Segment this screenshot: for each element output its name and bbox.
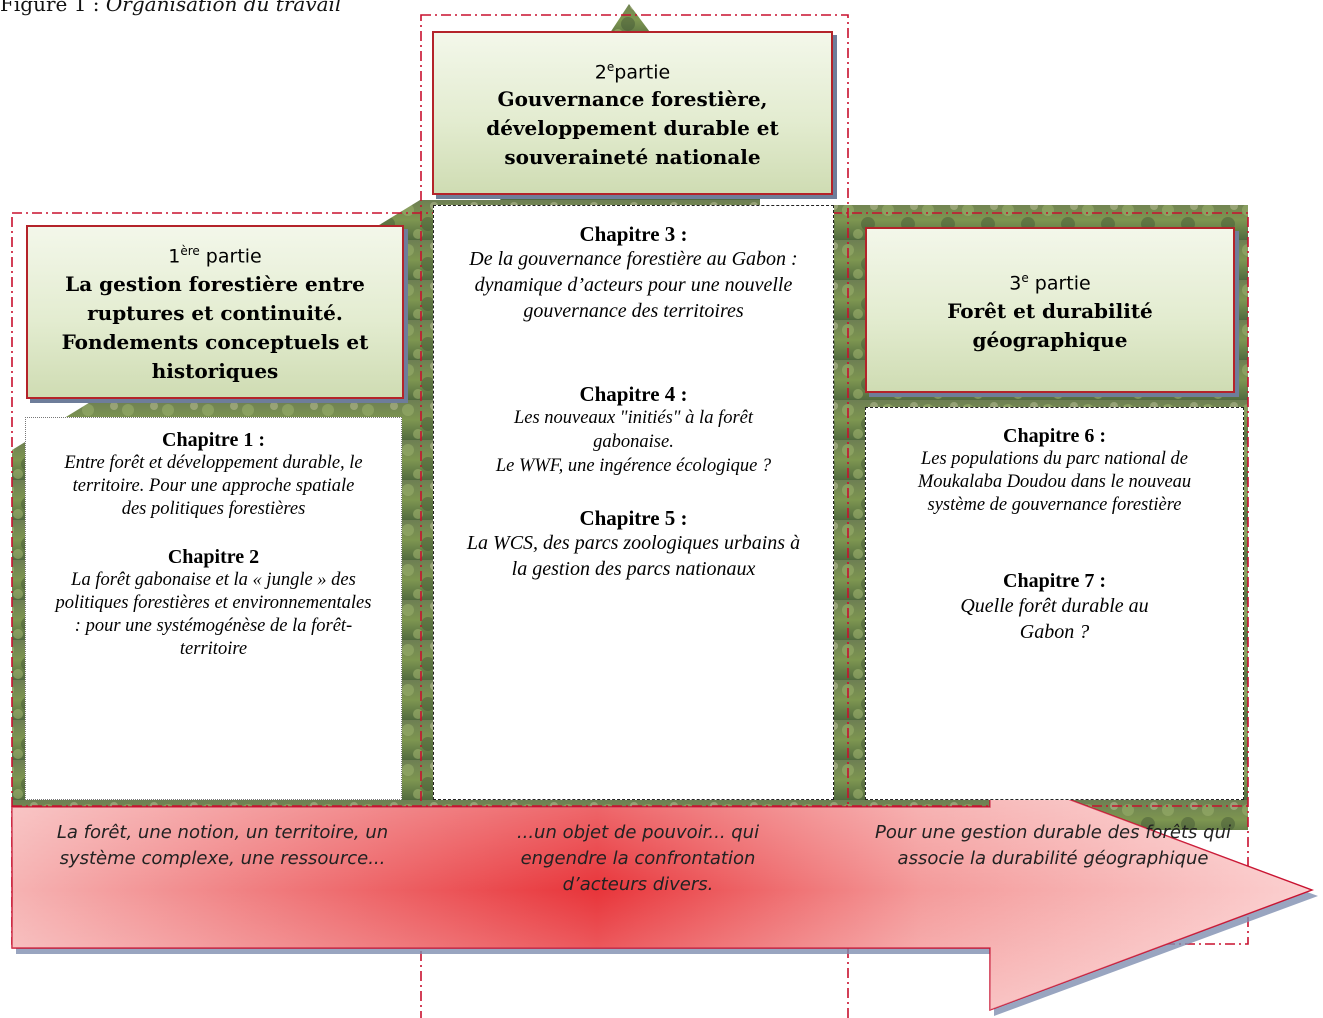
chapter-4-text: Les nouveaux "initiés" à la forêt gabona…: [495, 408, 772, 476]
chapter-5-heading: Chapitre 5 :: [579, 506, 688, 530]
chapter-1-heading: Chapitre 1 :: [162, 429, 265, 451]
part-2-box: 2epartie Gouvernance forestière, dévelop…: [432, 31, 833, 195]
arrow-text-2: ...un objet de pouvoir... qui engendre l…: [516, 822, 760, 895]
chapters-column-2: Chapitre 3 : De la gouvernance forestièr…: [433, 205, 834, 800]
chapter-1-text: Entre forêt et développement durable, le…: [64, 453, 363, 519]
chapter-3-heading: Chapitre 3 :: [579, 222, 688, 246]
chapter-5-text: La WCS, des parcs zoologiques urbains à …: [466, 532, 801, 580]
arrow-text-1: La forêt, une notion, un territoire, un …: [56, 822, 389, 869]
arrow-text-3: Pour une gestion durable des forêts qui …: [875, 822, 1231, 869]
chapter-2-text: La forêt gabonaise et la « jungle » des …: [55, 570, 372, 659]
chapter-2-heading: Chapitre 2: [167, 546, 260, 568]
chapters-column-3: Chapitre 6 : Les populations du parc nat…: [865, 407, 1244, 800]
chapter-3-text: De la gouvernance forestière au Gabon : …: [469, 248, 798, 322]
chapter-6-heading: Chapitre 6 :: [1003, 425, 1106, 447]
part-3-title: Forêt et durabilité géographique: [947, 298, 1153, 352]
chapter-7-text: Quelle forêt durable au Gabon ?: [960, 595, 1149, 643]
chapter-7-heading: Chapitre 7 :: [1003, 570, 1106, 592]
part-3-box: 3e partie Forêt et durabilité géographiq…: [865, 227, 1235, 393]
figure-caption: Figure 1 : Organisation du travail: [0, 0, 342, 16]
part-1-title: La gestion forestière entre ruptures et …: [61, 271, 369, 383]
chapters-column-1: Chapitre 1 : Entre forêt et développemen…: [25, 417, 402, 800]
part-2-title: Gouvernance forestière, développement du…: [486, 87, 779, 170]
part-1-box: 1ère partie La gestion forestière entre …: [26, 225, 404, 399]
chapter-4-heading: Chapitre 4 :: [579, 382, 688, 406]
chapter-6-text: Les populations du parc national de Mouk…: [917, 449, 1192, 515]
